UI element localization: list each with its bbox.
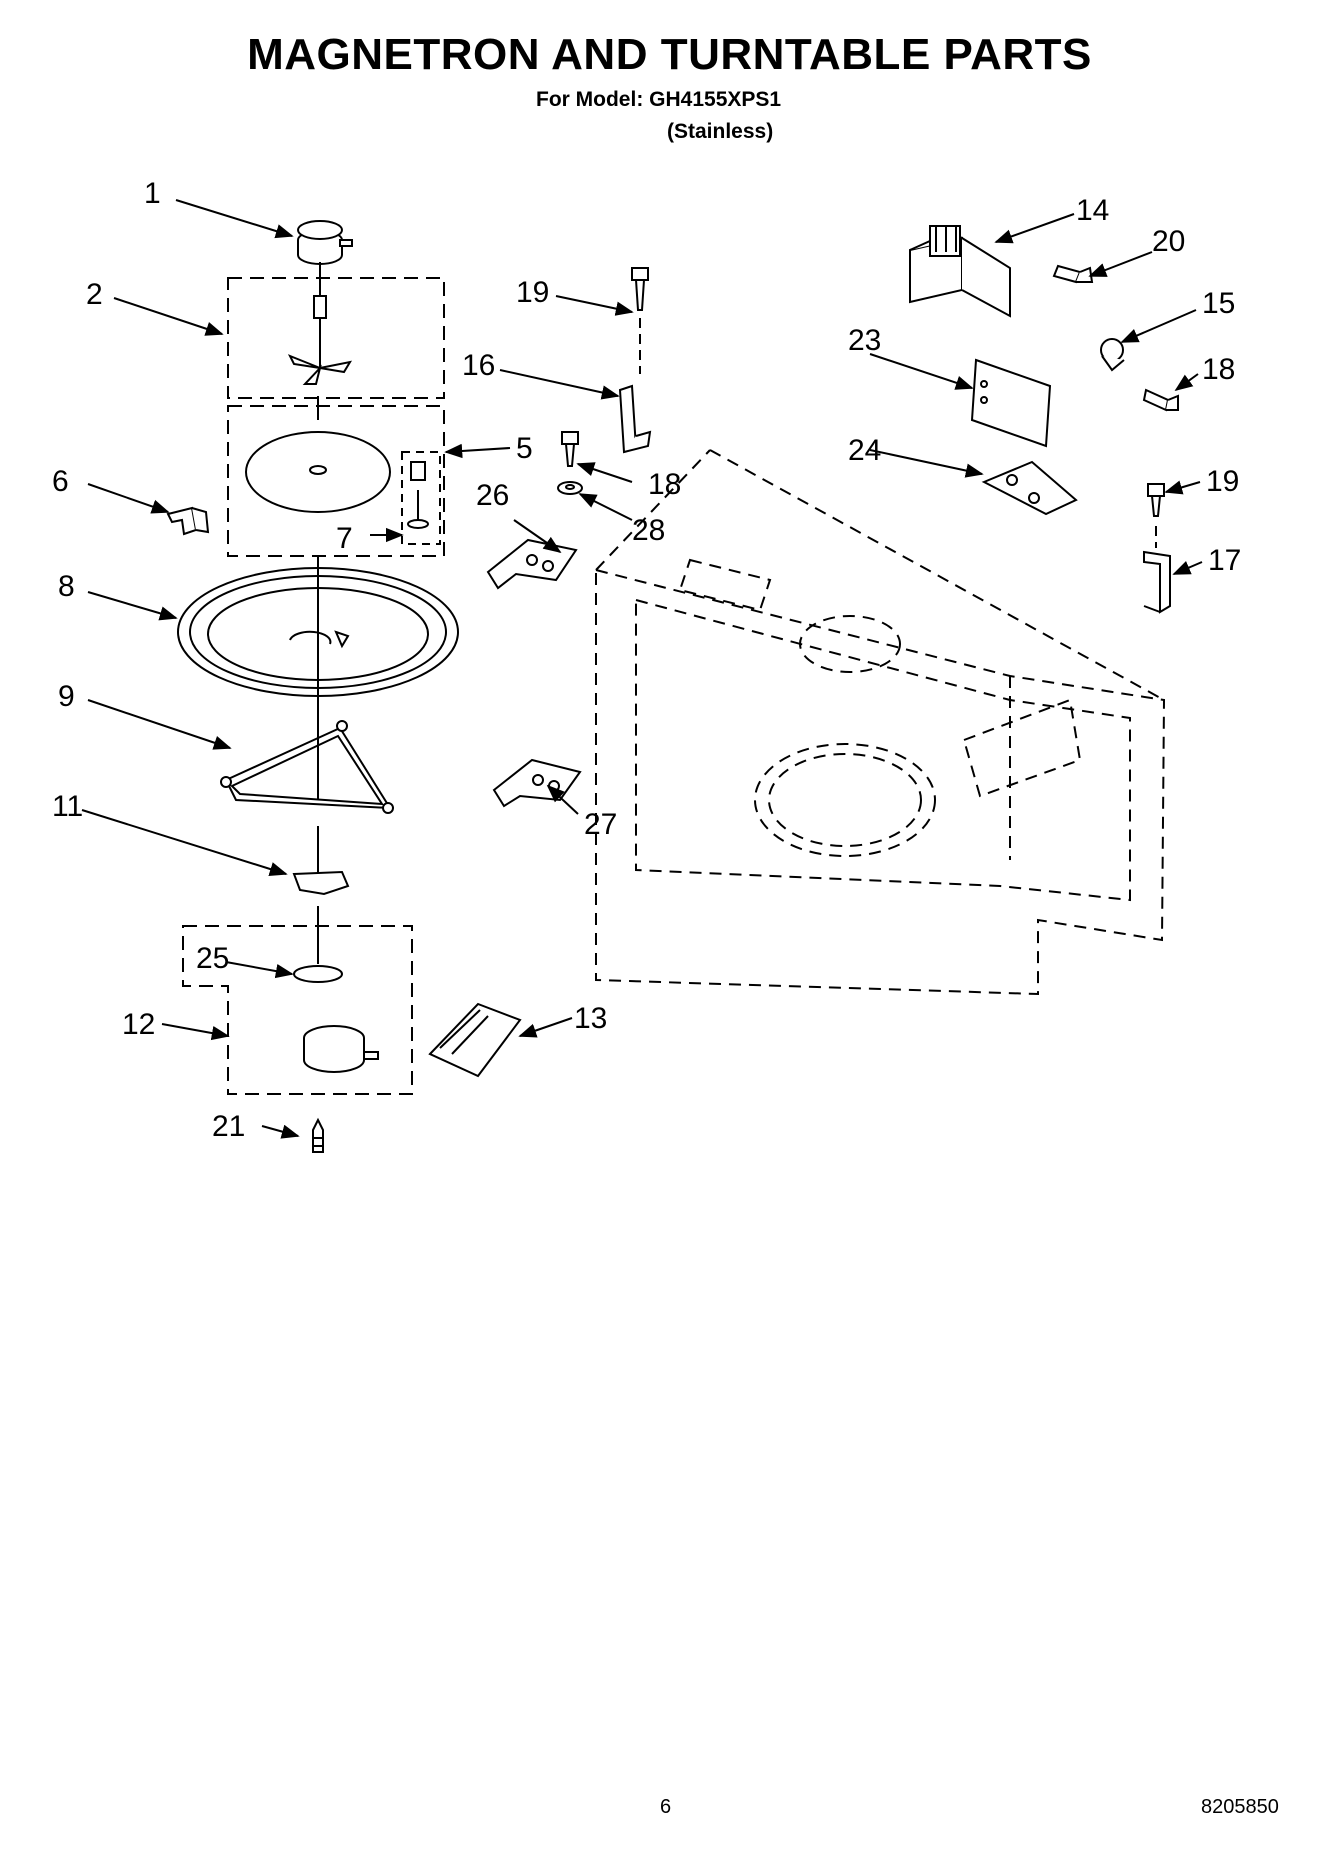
callout-25: 25	[196, 942, 229, 975]
callout-7: 7	[336, 522, 353, 555]
callout-23: 23	[848, 324, 881, 357]
screw-18-mid	[561, 431, 579, 467]
turntable-motor	[293, 906, 379, 1073]
callout-18-right: 18	[1202, 353, 1235, 386]
bracket-26	[486, 538, 578, 590]
stirrer-cover	[245, 396, 391, 513]
capacitor-14	[909, 225, 1011, 318]
callout-19-right: 19	[1206, 465, 1239, 498]
oven-cavity	[595, 449, 1166, 996]
washer-28	[557, 481, 583, 495]
callout-14: 14	[1076, 194, 1109, 227]
bracket-27	[492, 758, 582, 808]
callout-1: 1	[144, 177, 161, 210]
stirrer-assembly-box	[227, 277, 445, 399]
document-number: 8205850	[1201, 1796, 1279, 1818]
screw-18-right	[1142, 388, 1179, 412]
callout-6: 6	[52, 465, 69, 498]
screw-19-right	[1147, 483, 1165, 548]
bracket-24	[981, 460, 1078, 516]
callout-15: 15	[1202, 287, 1235, 320]
callout-21: 21	[212, 1110, 245, 1143]
callout-28: 28	[632, 514, 665, 547]
screw-20	[1052, 264, 1094, 284]
clip-subassembly-box	[401, 451, 441, 545]
callout-2: 2	[86, 278, 103, 311]
callout-12: 12	[122, 1008, 155, 1041]
callout-11: 11	[52, 790, 83, 823]
turntable-support	[220, 720, 394, 814]
page-title: MAGNETRON AND TURNTABLE PARTS	[247, 30, 1092, 79]
callout-16: 16	[462, 349, 495, 382]
bracket-17	[1143, 550, 1171, 614]
callout-26: 26	[476, 479, 509, 512]
insulator-23	[970, 358, 1052, 448]
stirrer-clips	[407, 461, 429, 529]
screw-21	[312, 1117, 324, 1153]
cover-assembly-box	[227, 405, 445, 557]
callout-9: 9	[58, 680, 75, 713]
variant-label: (Stainless)	[667, 120, 774, 143]
thermal-cutout-15	[1100, 338, 1125, 372]
stirrer-fan	[287, 262, 353, 385]
screw-19-top	[631, 267, 649, 374]
leader-arrows	[81, 199, 1203, 1139]
model-line: For Model: GH4155XPS1	[536, 88, 782, 111]
callout-18-mid: 18	[648, 468, 681, 501]
stirrer-motor	[297, 220, 353, 265]
bracket-6	[166, 506, 210, 536]
callout-5: 5	[516, 432, 533, 465]
callout-13: 13	[574, 1002, 607, 1035]
connector-13	[428, 1002, 522, 1078]
callout-27: 27	[584, 808, 617, 841]
page-number: 6	[660, 1796, 672, 1818]
callout-8: 8	[58, 570, 75, 603]
callout-24: 24	[848, 434, 881, 467]
bracket-16	[618, 384, 652, 454]
turntable-motor-box	[182, 925, 413, 1095]
coupler-11	[292, 826, 350, 896]
callout-20: 20	[1152, 225, 1185, 258]
callout-19-top: 19	[516, 276, 549, 309]
callout-17: 17	[1208, 544, 1241, 577]
